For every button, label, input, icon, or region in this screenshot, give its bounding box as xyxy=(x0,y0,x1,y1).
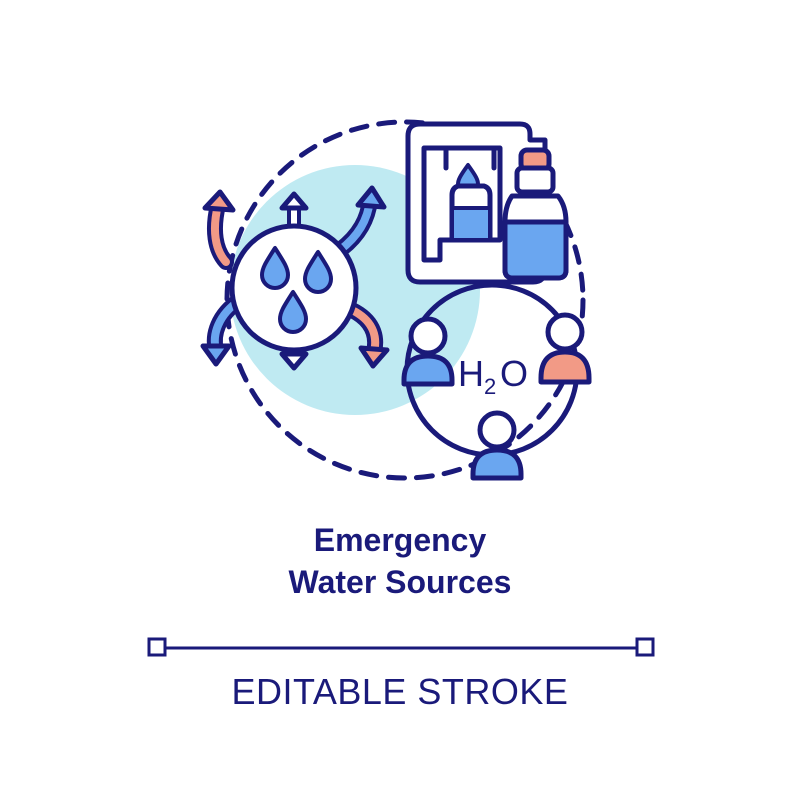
water-bottle-icon xyxy=(502,147,569,281)
title-line-1: Emergency xyxy=(313,522,487,558)
divider-handle-left-icon xyxy=(147,637,167,657)
water-drops-circle-icon xyxy=(229,223,359,353)
editable-stroke-divider xyxy=(147,637,655,657)
editable-stroke-label: EDITABLE STROKE xyxy=(231,671,569,712)
people-sharing-water-icon xyxy=(401,282,592,481)
divider-handle-right-icon xyxy=(635,637,655,657)
emergency-water-illustration: H 2 O xyxy=(200,119,592,481)
formula-subscript: 2 xyxy=(484,374,496,399)
title-line-2: Water Sources xyxy=(288,564,512,600)
h2o-formula: H 2 O xyxy=(458,353,528,399)
formula-h: H xyxy=(458,353,484,394)
formula-o: O xyxy=(500,353,528,394)
